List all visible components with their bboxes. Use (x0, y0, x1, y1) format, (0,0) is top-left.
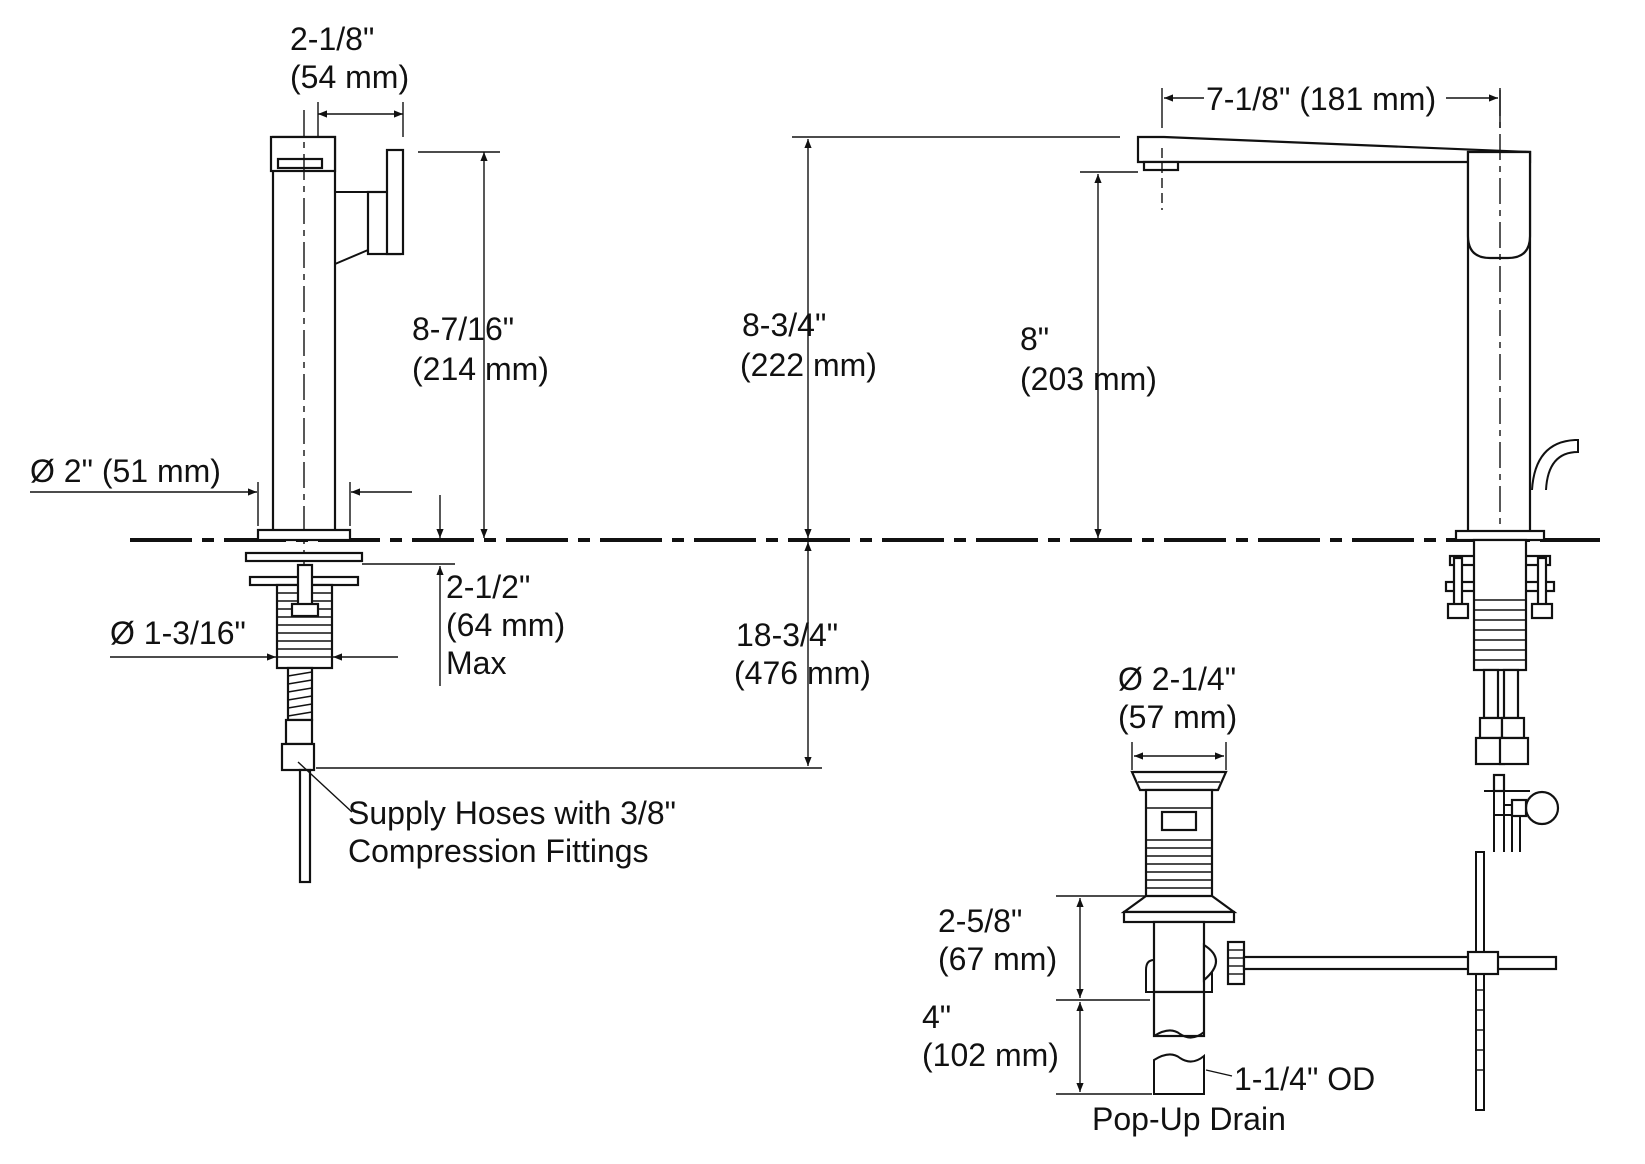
faucet-front-view (1136, 90, 1579, 1111)
dim-height-handle (418, 151, 500, 538)
dim-top-width (317, 102, 404, 137)
label-supply-line1: Supply Hoses with 3/8" (348, 795, 676, 831)
label-supply-line2: Compression Fittings (348, 833, 649, 869)
label-hose-length-in: 18-3/4" (736, 617, 838, 653)
label-top-width-mm: (54 mm) (290, 59, 409, 95)
label-tailpiece-in: 4" (922, 999, 951, 1035)
label-drain-caption: Pop-Up Drain (1092, 1101, 1286, 1137)
faucet-side-view (244, 110, 405, 884)
label-shank-length-mm: (64 mm) (446, 607, 565, 643)
label-shank-diameter: Ø 1-3/16" (110, 615, 246, 651)
dim-shank-length (362, 495, 455, 686)
label-top-width-in: 2-1/8" (290, 21, 374, 57)
label-base-diameter: Ø 2" (51 mm) (30, 453, 221, 489)
label-drain-body-mm: (67 mm) (938, 941, 1057, 977)
drain-threads (1146, 807, 1212, 889)
label-spout-reach: 7-1/8" (181 mm) (1206, 81, 1436, 117)
dim-spout-reach (1161, 88, 1501, 128)
pivot-nut-knurl (1228, 949, 1244, 975)
label-height-handle-mm: (214 mm) (412, 351, 549, 387)
od-leader (1205, 1069, 1233, 1077)
label-hose-length-mm: (476 mm) (734, 655, 871, 691)
label-drain-body-in: 2-5/8" (938, 903, 1022, 939)
label-shank-length-max: Max (446, 645, 506, 681)
label-tailpiece-od: 1-1/4" OD (1234, 1061, 1375, 1097)
supply-leader (297, 761, 353, 813)
dim-height-total (792, 136, 1120, 538)
dim-tailpiece (1056, 1002, 1152, 1095)
hose-braid (287, 671, 313, 717)
dim-drain-diameter (1131, 742, 1227, 770)
label-height-spout-mm: (203 mm) (1020, 361, 1157, 397)
label-shank-length-in: 2-1/2" (446, 569, 530, 605)
label-height-handle-in: 8-7/16" (412, 311, 514, 347)
pop-up-drain (1120, 770, 1558, 1095)
dim-drain-body (1056, 895, 1150, 1001)
label-height-total-in: 8-3/4" (742, 307, 826, 343)
label-tailpiece-mm: (102 mm) (922, 1037, 1059, 1073)
dim-base-diameter (30, 482, 412, 526)
dim-height-spout (1080, 171, 1138, 538)
label-height-total-mm: (222 mm) (740, 347, 877, 383)
label-drain-diameter-in: Ø 2-1/4" (1118, 661, 1236, 697)
clevis-holes (1476, 989, 1484, 1071)
front-shank-threads (1474, 599, 1526, 661)
label-drain-diameter-mm: (57 mm) (1118, 699, 1237, 735)
label-height-spout-in: 8" (1020, 321, 1049, 357)
